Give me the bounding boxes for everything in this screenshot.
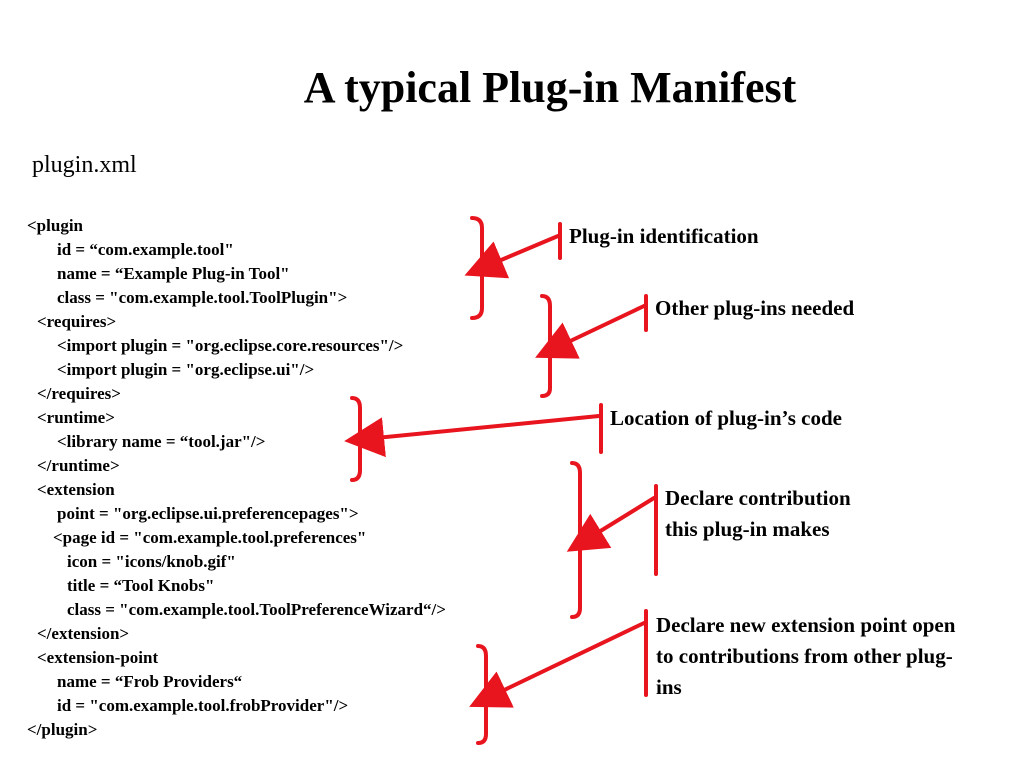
- code-line: </runtime>: [37, 456, 120, 475]
- code-line: </requires>: [37, 384, 121, 403]
- code-line: <extension-point: [37, 648, 159, 667]
- arrow-requires: [535, 304, 646, 359]
- code-line: </plugin>: [27, 720, 98, 739]
- code-line: </extension>: [37, 624, 130, 643]
- code-line: name = “Frob Providers“: [57, 672, 243, 691]
- annotation-plugin-identification: Plug-in identification: [569, 221, 759, 252]
- annotation-code-location: Location of plug-in’s code: [610, 403, 842, 434]
- annotation-text: Declare new extension point open: [656, 613, 956, 637]
- arrow-extension-point: [469, 621, 646, 708]
- code-line: id = “com.example.tool": [57, 240, 234, 259]
- slide-title: A typical Plug-in Manifest: [303, 63, 797, 112]
- arrow-runtime: [344, 414, 601, 458]
- code-line: class = "com.example.tool.ToolPreference…: [67, 600, 446, 619]
- code-line: <import plugin = "org.eclipse.core.resou…: [57, 336, 404, 355]
- code-line: title = “Tool Knobs": [67, 576, 215, 595]
- annotation-text: ins: [656, 675, 682, 699]
- code-line: <runtime>: [37, 408, 115, 427]
- bracket-extension: [570, 461, 587, 619]
- code-line: <page id = "com.example.tool.preferences…: [53, 528, 367, 547]
- arrow-extension: [566, 496, 656, 552]
- bracket-runtime: [350, 396, 367, 482]
- code-line: <extension: [37, 480, 115, 499]
- annotation-text: Plug-in identification: [569, 224, 759, 248]
- bracket-requires: [540, 294, 557, 398]
- code-line: <requires>: [37, 312, 117, 331]
- annotation-declare-contribution: Declare contribution this plug-in makes: [665, 483, 851, 545]
- annotation-text: Declare contribution: [665, 486, 851, 510]
- bracket-plugin-identification: [470, 216, 489, 320]
- annotation-text: this plug-in makes: [665, 517, 830, 541]
- code-line: icon = "icons/knob.gif": [67, 552, 236, 571]
- annotation-text: to contributions from other plug-: [656, 644, 953, 668]
- arrow-plugin-identification: [464, 234, 560, 279]
- code-line: <import plugin = "org.eclipse.ui"/>: [57, 360, 315, 379]
- file-name-label: plugin.xml: [32, 152, 137, 178]
- code-line: <plugin: [27, 216, 83, 235]
- annotation-other-plugins: Other plug-ins needed: [655, 293, 854, 324]
- bracket-extension-point: [476, 644, 493, 745]
- annotation-extension-point: Declare new extension point open to cont…: [656, 610, 955, 703]
- code-line: id = "com.example.tool.frobProvider"/>: [57, 696, 349, 715]
- code-line: class = "com.example.tool.ToolPlugin">: [57, 288, 348, 307]
- code-line: name = “Example Plug-in Tool": [57, 264, 290, 283]
- code-line: point = "org.eclipse.ui.preferencepages"…: [57, 504, 359, 523]
- code-line: <library name = “tool.jar"/>: [57, 432, 266, 451]
- annotation-text: Location of plug-in’s code: [610, 406, 842, 430]
- annotation-text: Other plug-ins needed: [655, 296, 855, 320]
